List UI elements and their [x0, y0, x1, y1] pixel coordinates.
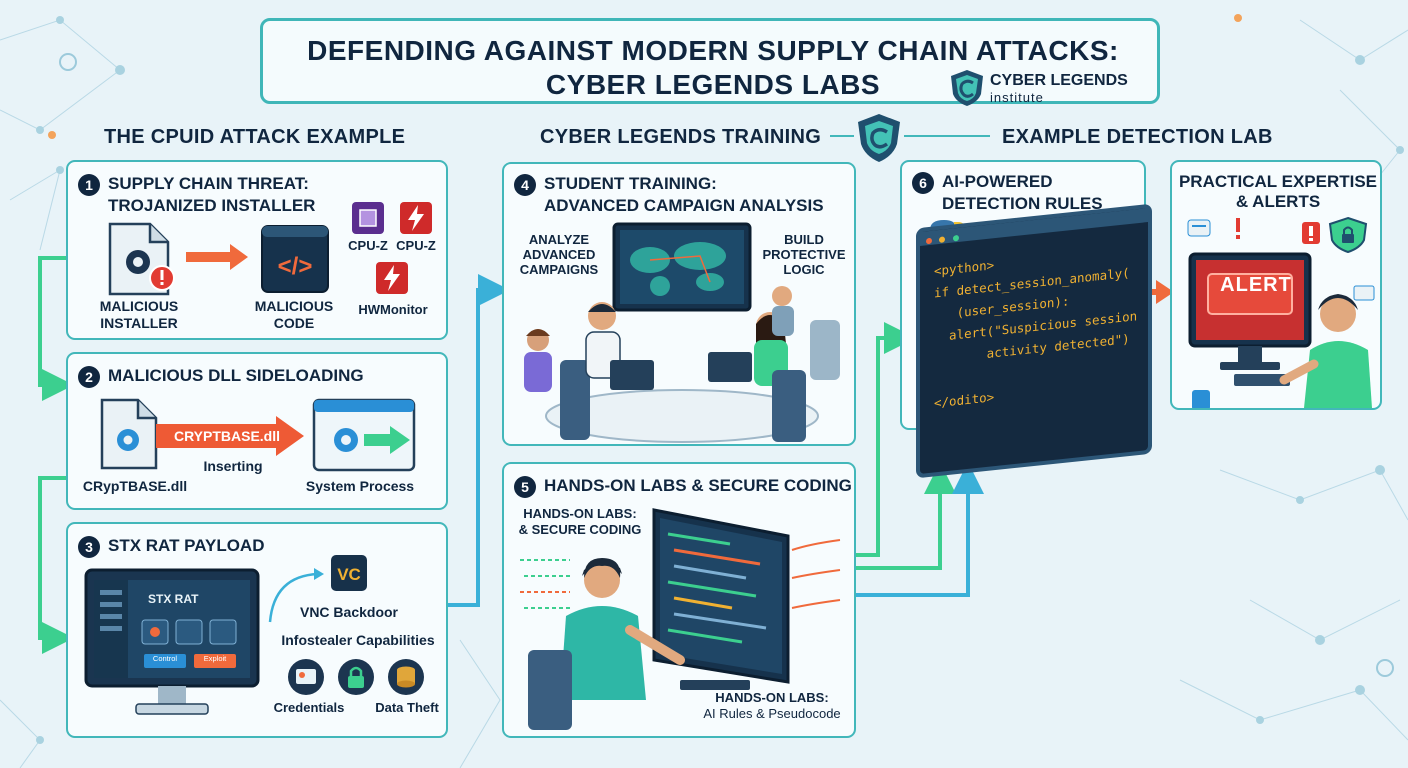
rat-control-button: Control [152, 654, 178, 663]
lightning-app-icon [400, 202, 432, 234]
step-number: 5 [514, 476, 536, 498]
training-classroom-illustration [524, 222, 840, 443]
logo-name: CYBER LEGENDS [990, 72, 1128, 89]
credentials-label: Credentials [273, 700, 345, 715]
rat-screen-title: STX RAT [148, 592, 199, 606]
infostealer-icons [288, 659, 424, 695]
ai-rules-label: HANDS-ON LABS:AI Rules & Pseudocode [703, 690, 841, 721]
detection-code-block: <python> if detect_session_anomaly( (use… [934, 257, 1138, 411]
vnc-link-arrow [268, 568, 324, 623]
arrow-right-icon [186, 244, 248, 270]
app-label-cpu-z-2: CPU-Z [396, 238, 436, 253]
inserting-arrow [156, 416, 304, 456]
svg-text:</>: </> [278, 253, 313, 280]
hwmonitor-app-icon [376, 262, 408, 294]
hands-on-coding-illustration [520, 508, 841, 730]
dll-file-icon [100, 398, 158, 470]
app-label-cpu-z-1: CPU-Z [348, 238, 388, 253]
data-theft-label: Data Theft [375, 700, 439, 715]
panel-practical-expertise: PRACTICAL EXPERTISE& ALERTS ALERT [1170, 160, 1382, 410]
title-line-2: CYBER LEGENDS LABS [545, 69, 881, 100]
code-window-icon: </> [261, 225, 329, 293]
vnc-icon: VC [331, 555, 367, 591]
step-number: 1 [78, 174, 100, 196]
center-shield-icon [830, 114, 990, 162]
rat-monitor-icon [84, 568, 260, 715]
title-box: DEFENDING AGAINST MODERN SUPPLY CHAIN AT… [260, 18, 1160, 104]
cpu-chip-icon [352, 202, 384, 234]
logo-subtitle: institute [990, 90, 1044, 105]
detection-code-screen: <python> if detect_session_anomaly( (use… [916, 203, 1152, 479]
alert-screen-text: ALERT [1220, 274, 1292, 296]
title-line-1: DEFENDING AGAINST MODERN SUPPLY CHAIN AT… [307, 35, 1119, 66]
step-number: 6 [912, 172, 934, 194]
secure-coding-label: HANDS-ON LABS:& SECURE CODING [518, 506, 642, 537]
institute-logo: CYBER LEGENDS institute [948, 66, 1158, 110]
step-number: 2 [78, 366, 100, 388]
panel-7-title: PRACTICAL EXPERTISE& ALERTS [1178, 172, 1378, 211]
step-number: 4 [514, 174, 536, 196]
step-number: 3 [78, 536, 100, 558]
inserting-label: Inserting [203, 458, 263, 474]
section-heading-detection: EXAMPLE DETECTION LAB [1002, 126, 1273, 148]
section-heading-attack: THE CPUID ATTACK EXAMPLE [104, 126, 406, 148]
alert-workstation-illustration [1187, 216, 1375, 408]
shield-logo-icon [951, 70, 983, 106]
system-process-label: System Process [305, 478, 415, 494]
installer-file-icon [108, 222, 175, 296]
svg-text:VC: VC [337, 565, 361, 584]
dll-file-label: CRypTBASE.dll [82, 478, 188, 494]
section-heading-training: CYBER LEGENDS TRAINING [540, 126, 822, 148]
vnc-backdoor-label: VNC Backdoor [299, 604, 399, 620]
infostealer-label: Infostealer Capabilities [281, 632, 435, 648]
system-process-window-icon [312, 398, 416, 472]
app-label-hwmonitor: HWMonitor [358, 302, 428, 317]
dll-arrow-label: CRYPTBASE.dll [173, 428, 281, 444]
rat-exploit-button: Exploit [203, 654, 227, 663]
